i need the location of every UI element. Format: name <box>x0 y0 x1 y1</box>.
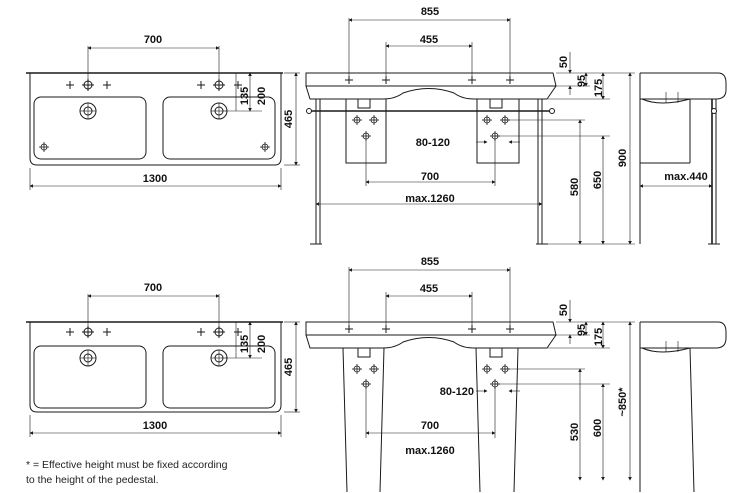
front-bottom-h530-label: 530 <box>569 423 581 441</box>
front-bottom-d175-label: 175 <box>593 328 605 346</box>
front-bottom-pedestal-spacing-label: 700 <box>421 420 439 432</box>
front-top-d50-label: 50 <box>558 56 570 68</box>
front-top-pedestal-spacing-label: 700 <box>421 171 439 183</box>
front-view-top <box>305 18 635 245</box>
plan-top-d135-label: 135 <box>239 87 251 105</box>
front-top-h900-label: 900 <box>617 149 629 167</box>
front-top-outer-spacing-label: 855 <box>421 6 439 18</box>
plan-bottom-d135-label: 135 <box>239 335 251 353</box>
side-top-max-depth-label: max.440 <box>664 171 707 183</box>
front-top-d95-label: 95 <box>576 75 588 87</box>
front-top-d80-120-label: 80-120 <box>416 137 450 149</box>
plan-top-hole-spacing-label: 700 <box>144 34 162 46</box>
plan-bottom-d200-label: 200 <box>256 335 268 353</box>
front-top-max-width-label: max.1260 <box>405 193 455 205</box>
side-view-top <box>639 72 727 245</box>
front-bottom-max-width-label: max.1260 <box>405 445 455 457</box>
plan-view-bottom <box>26 294 300 437</box>
plan-top-d200-label: 200 <box>256 87 268 105</box>
plan-top-width-label: 1300 <box>143 173 167 185</box>
front-bottom-d95-label: 95 <box>576 324 588 336</box>
front-bottom-h600-label: 600 <box>592 419 604 437</box>
front-top-h580-label: 580 <box>569 178 581 196</box>
front-bottom-d50-label: 50 <box>558 304 570 316</box>
side-view-bottom <box>639 321 727 493</box>
plan-bottom-hole-spacing-label: 700 <box>144 282 162 294</box>
front-view-bottom <box>305 267 635 493</box>
front-top-inner-spacing-label: 455 <box>420 34 438 46</box>
footnote: * = Effective height must be fixed accor… <box>26 458 227 488</box>
plan-view-top <box>26 46 300 190</box>
front-bottom-d80-120-label: 80-120 <box>440 386 474 398</box>
front-bottom-outer-spacing-label: 855 <box>421 256 439 268</box>
plan-bottom-width-label: 1300 <box>143 420 167 432</box>
front-bottom-inner-spacing-label: 455 <box>420 283 438 295</box>
front-top-h650-label: 650 <box>592 171 604 189</box>
front-top-d175-label: 175 <box>593 79 605 97</box>
plan-top-depth-label: 465 <box>283 110 295 128</box>
plan-bottom-depth-label: 465 <box>283 358 295 376</box>
footnote-line-2: to the height of the pedestal. <box>26 474 159 486</box>
footnote-line-1: * = Effective height must be fixed accor… <box>26 459 228 471</box>
front-bottom-h850-label: ~850* <box>617 387 629 417</box>
